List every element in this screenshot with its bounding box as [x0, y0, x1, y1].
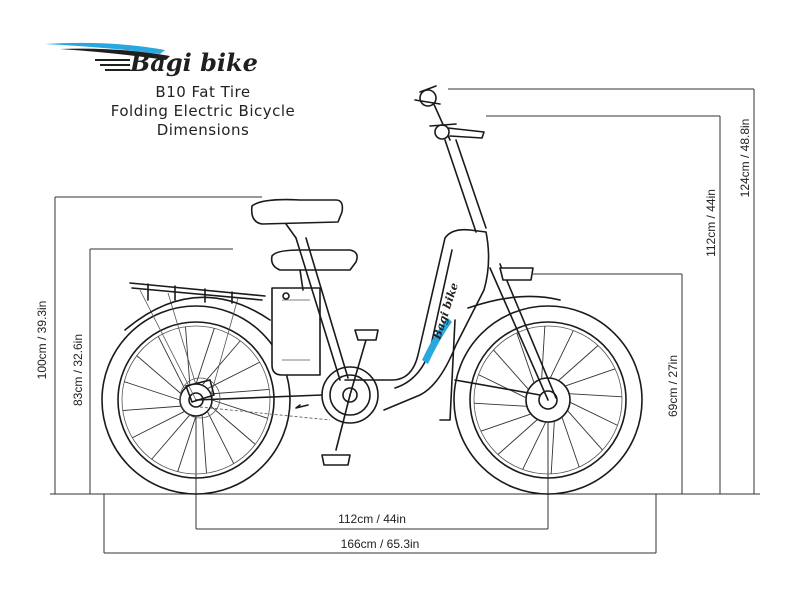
spoke	[211, 399, 268, 419]
front-wheel-spokes	[474, 326, 622, 474]
rear-fender	[124, 296, 271, 331]
spoke	[201, 414, 207, 474]
spoke	[151, 414, 191, 460]
spoke	[558, 345, 599, 381]
front-fender	[467, 295, 561, 309]
spoke	[550, 421, 555, 474]
spoke	[177, 415, 197, 472]
rear-rack	[129, 282, 266, 401]
label-wheelbase: 112cm / 44in	[338, 512, 406, 526]
battery-pack	[271, 287, 321, 376]
spoke	[549, 330, 574, 379]
spoke	[569, 401, 618, 426]
spoke	[474, 402, 527, 407]
dimension-labels: 100cm / 39.3in 83cm / 32.6in 69cm / 27in…	[35, 119, 752, 551]
logo-swoosh-blue	[45, 42, 165, 54]
spoke	[497, 419, 538, 455]
seat-lower	[270, 249, 358, 291]
logo-text: Bagi bike	[129, 48, 258, 77]
front-fork	[444, 139, 557, 401]
spoke	[478, 374, 527, 399]
rear-wheel-spokes	[122, 326, 270, 474]
title-line-2: Folding Electric Bicycle	[111, 102, 296, 120]
rear-disc-brake	[179, 377, 221, 419]
title-line-3: Dimensions	[157, 121, 250, 139]
spoke	[136, 355, 182, 395]
spoke	[122, 405, 182, 411]
label-handlebar-height-max: 124cm / 48.8in	[738, 119, 752, 198]
spoke	[195, 328, 215, 385]
spoke	[185, 326, 191, 386]
bicycle-illustration: Bagi bike	[101, 85, 643, 495]
spoke	[569, 393, 622, 398]
spoke	[210, 405, 256, 445]
spoke	[207, 361, 260, 390]
frame-brand-text: Bagi bike	[430, 281, 461, 342]
title-line-1: B10 Fat Tire	[155, 83, 250, 101]
spoke	[516, 332, 535, 384]
label-seat-height-max: 100cm / 39.3in	[35, 301, 49, 380]
title-block: B10 Fat Tire Folding Electric Bicycle Di…	[111, 83, 296, 139]
seat-tube-inner	[305, 237, 349, 379]
label-overall-length: 166cm / 65.3in	[341, 537, 420, 551]
brand-logo: Bagi bike	[45, 42, 258, 77]
spoke	[210, 389, 270, 395]
spoke	[201, 340, 241, 386]
spoke	[157, 336, 186, 389]
seat-tube	[295, 237, 341, 381]
front-wheel	[453, 305, 643, 495]
spoke	[493, 349, 529, 390]
label-handlebar-height-mid: 112cm / 44in	[704, 189, 718, 257]
logo-swoosh-dark	[60, 48, 170, 60]
drivetrain	[195, 329, 379, 466]
spoke	[480, 413, 532, 432]
kickstand	[295, 404, 309, 409]
spoke	[522, 421, 547, 470]
spoke	[124, 381, 181, 401]
spoke	[561, 416, 580, 468]
front-brake-cable	[454, 379, 541, 396]
spoke	[567, 410, 603, 451]
spoke	[206, 411, 235, 464]
main-frame	[344, 228, 490, 411]
handlebar	[414, 85, 485, 141]
spoke	[564, 368, 616, 387]
seat-upper	[250, 198, 344, 239]
label-seat-height-min: 83cm / 32.6in	[71, 334, 85, 406]
dimension-lines	[50, 88, 760, 554]
front-fender-lower	[439, 319, 456, 421]
spoke	[541, 326, 546, 379]
spoke	[132, 410, 185, 439]
label-handlebar-height-low: 69cm / 27in	[666, 355, 680, 417]
